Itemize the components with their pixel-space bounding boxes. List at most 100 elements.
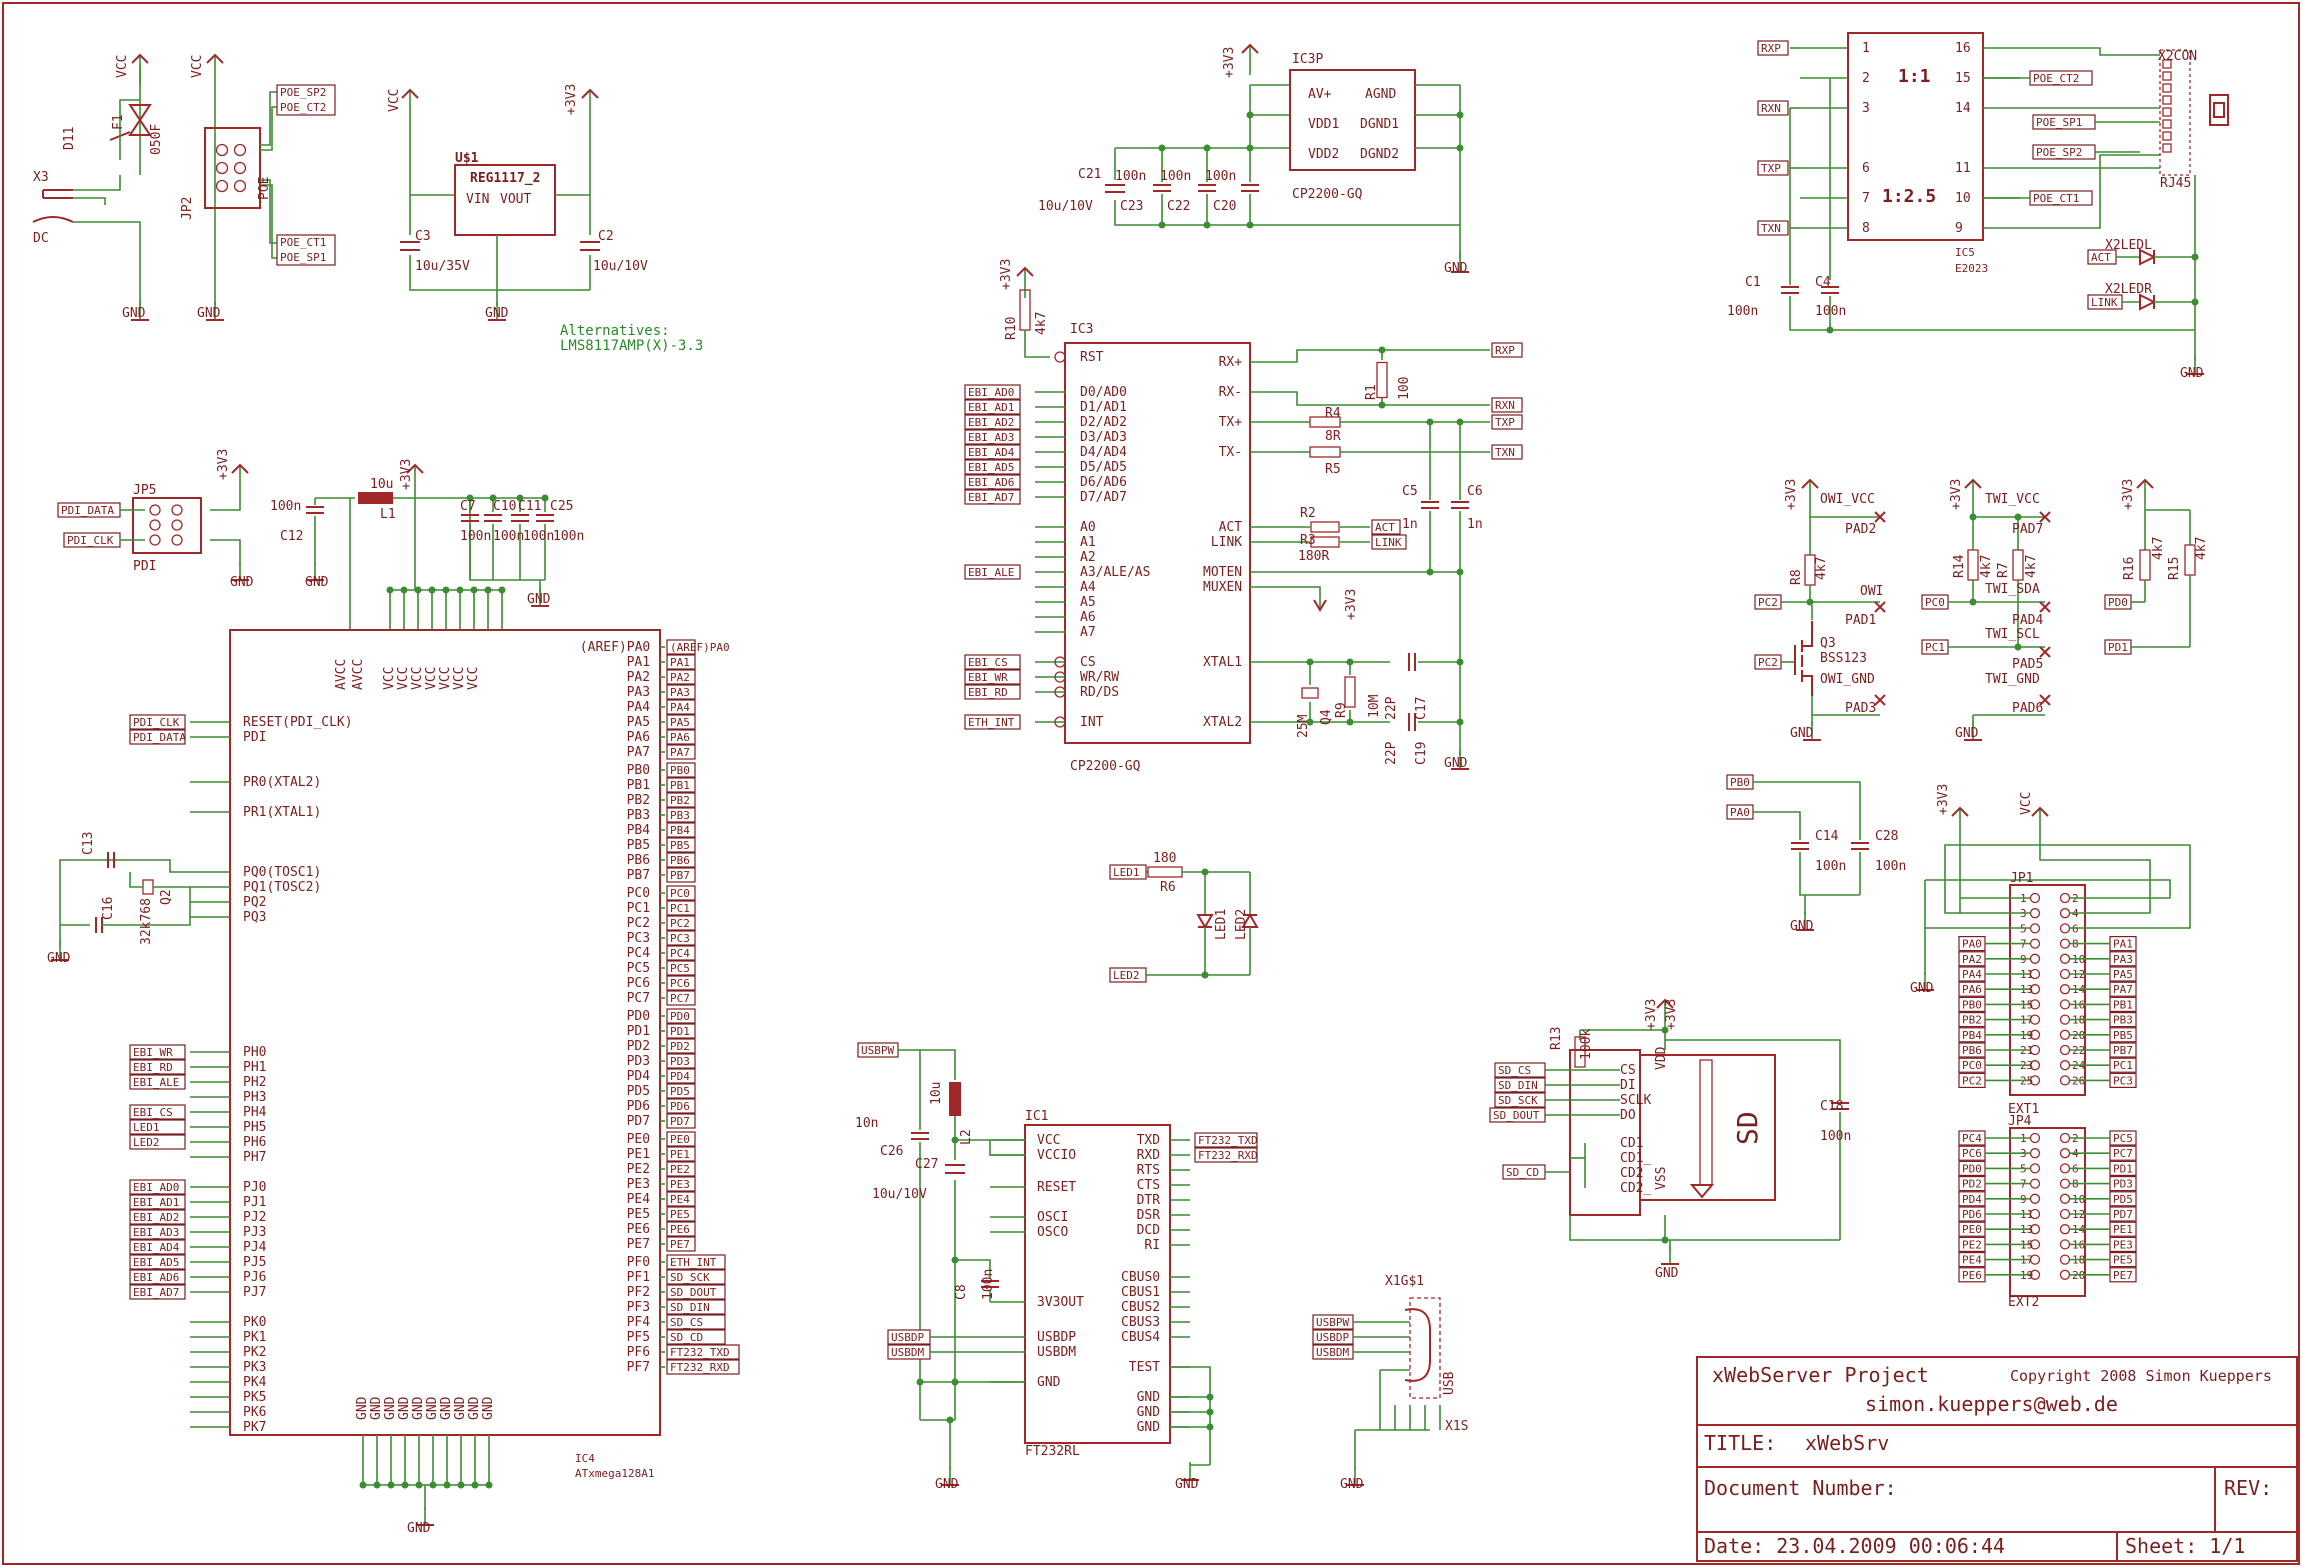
svg-text:GND: GND	[230, 575, 254, 590]
svg-text:VDD1: VDD1	[1308, 117, 1339, 132]
net-label-box	[964, 459, 1021, 475]
net-label: USBDM	[891, 1346, 924, 1359]
mcu-pin-label: PH6	[243, 1135, 266, 1150]
cp2200-pin-label: D1/AD1	[1080, 400, 1127, 415]
net-label: PC6	[670, 977, 690, 990]
net-label-box	[666, 852, 696, 868]
mcu-pin-label: PH4	[243, 1105, 267, 1120]
mcu-pin-label: PJ4	[243, 1240, 267, 1255]
ft232-pin-label: CBUS1	[1121, 1285, 1160, 1300]
wire	[260, 91, 278, 146]
svg-text:+3V3: +3V3	[1222, 47, 1237, 78]
net-label-box	[666, 1284, 726, 1300]
header-pin	[2029, 1163, 2041, 1174]
junction	[1203, 221, 1211, 229]
net-label: PE4	[670, 1193, 690, 1206]
net-label-box	[666, 1206, 696, 1222]
rj45-pin	[2162, 143, 2172, 153]
mcu-pin-label: PH3	[243, 1090, 266, 1105]
sd-pin-label: CD2_	[1620, 1181, 1651, 1196]
svg-text:OWI_VCC: OWI_VCC	[1820, 492, 1875, 507]
net-label: PC2	[1758, 596, 1778, 609]
ft232-pin-label: CBUS2	[1121, 1300, 1160, 1315]
net-label-box	[666, 1269, 726, 1285]
svg-text:GND: GND	[485, 306, 509, 321]
transformer-pin-number: 2	[1862, 71, 1870, 86]
svg-text:LED1: LED1	[1214, 909, 1229, 940]
svg-text:C21: C21	[1078, 167, 1101, 182]
header-pin	[215, 179, 229, 193]
mcu-pin-label: PD7	[627, 1114, 650, 1129]
mcu-pin-label: PB2	[627, 793, 650, 808]
net-label-box	[666, 1113, 696, 1129]
net-label: PC3	[2113, 1074, 2133, 1087]
net-label-box	[666, 1131, 696, 1147]
cp2200-pin-label: A4	[1080, 580, 1096, 595]
junction	[1661, 1026, 1669, 1034]
net-label: PD1	[2113, 1162, 2133, 1175]
net-label: PA6	[670, 731, 690, 744]
net-label: PA0	[1962, 938, 1982, 951]
wire	[1944, 844, 2191, 929]
svg-text:Q3: Q3	[1820, 636, 1836, 651]
cp2200-pin-label: D5/AD5	[1080, 460, 1127, 475]
header-pin	[233, 143, 247, 157]
junction	[1246, 144, 1254, 152]
sd-pin-label: CD1_	[1620, 1151, 1651, 1166]
net-label: PE5	[2113, 1254, 2133, 1267]
resistor	[1344, 676, 1356, 708]
junction	[428, 586, 436, 594]
net-label-box	[666, 975, 696, 991]
supply-arrow	[131, 53, 149, 64]
sd-card-arrow	[1689, 1184, 1715, 1199]
cp2200-pin-label: RX+	[1219, 355, 1243, 370]
supply-arrow	[1656, 998, 1674, 1009]
net-label-box	[666, 669, 696, 685]
net-label: SD_CS	[670, 1316, 703, 1329]
junction	[489, 494, 497, 502]
net-label-box	[666, 1329, 726, 1345]
cp2200-pin-label: D0/AD0	[1080, 385, 1127, 400]
header-pin	[2029, 892, 2041, 904]
cp2200-pin-label: A7	[1080, 625, 1096, 640]
svg-text:22P: 22P	[1384, 741, 1399, 765]
net-label: EBI_WR	[133, 1046, 173, 1059]
rj45-pin	[2162, 83, 2172, 93]
svg-text:4k7: 4k7	[2151, 537, 2166, 560]
ft232-pin-label: USBDM	[1037, 1345, 1076, 1360]
net-label-box	[1194, 1147, 1258, 1163]
net-label-box	[666, 639, 696, 655]
wire	[260, 106, 278, 151]
junction	[1306, 658, 1314, 666]
net-label: PE1	[670, 1148, 690, 1161]
mcu-pin-label: PC3	[627, 931, 650, 946]
mcu-pin-label: PD0	[627, 1009, 650, 1024]
sd-pin-label: CD2	[1620, 1166, 1643, 1181]
svg-text:R15: R15	[2167, 557, 2182, 580]
svg-text:JP2: JP2	[180, 197, 195, 220]
svg-text:IC3: IC3	[1070, 322, 1093, 337]
capacitor	[911, 1132, 929, 1140]
svg-text:TWI_VCC: TWI_VCC	[1985, 492, 2040, 507]
sd-card-outline	[1639, 1054, 1776, 1201]
net-label-box	[1371, 519, 1401, 535]
junction	[1158, 144, 1166, 152]
mcu-power-pin: VCC	[438, 667, 453, 690]
cp2200-pin-label: WR/RW	[1080, 670, 1119, 685]
mcu-pin-label: PJ7	[243, 1285, 266, 1300]
header-pin	[2029, 1269, 2041, 1280]
svg-text:X3: X3	[33, 170, 49, 185]
electrolytic-cap	[400, 241, 420, 251]
svg-text:GND: GND	[1655, 1266, 1679, 1281]
svg-text:X2CON: X2CON	[2158, 49, 2197, 64]
svg-text:R1: R1	[1364, 384, 1379, 400]
ft232-pin-label: OSCO	[1037, 1225, 1068, 1240]
net-label: EBI_AD4	[968, 446, 1015, 459]
header-pin	[2059, 999, 2071, 1010]
header-pin	[2059, 968, 2071, 980]
test-pad	[2039, 694, 2051, 706]
mcu-pin-label: PD6	[627, 1099, 650, 1114]
junction	[1456, 658, 1464, 666]
svg-text:GND: GND	[1790, 919, 1814, 934]
svg-text:100n: 100n	[270, 499, 301, 514]
